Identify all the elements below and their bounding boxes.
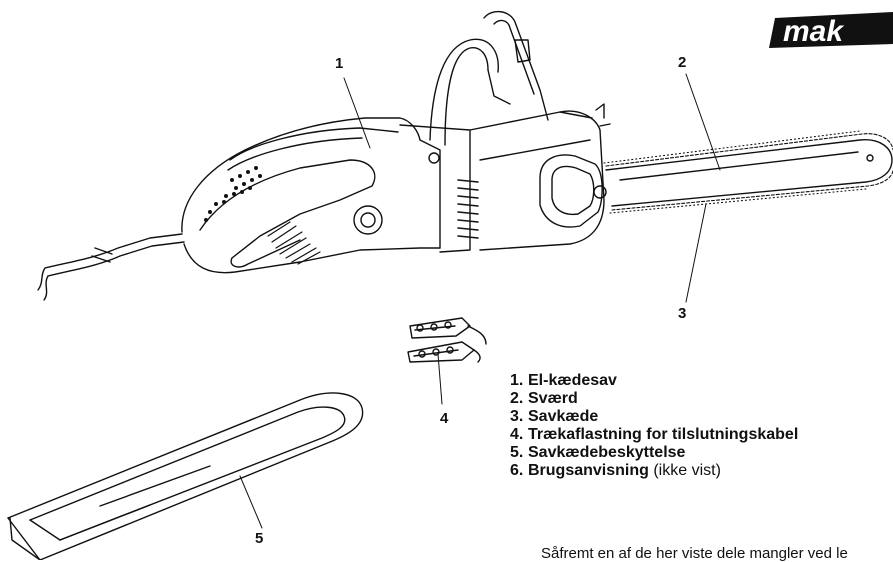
parts-list-item: 4.Trækaflastning for tilslutningskabel xyxy=(510,426,799,443)
saw-chain xyxy=(603,130,893,214)
callout-2: 2 xyxy=(678,54,687,71)
callout-5: 5 xyxy=(255,530,264,547)
parts-list-item: 3.Savkæde xyxy=(510,408,599,425)
parts-list: 1.El-kædesav 2.Sværd 3.Savkæde 4.Trækafl… xyxy=(510,372,798,480)
parts-list-item: 6.Brugsanvisning (ikke vist) xyxy=(510,462,721,479)
makita-logo: mak xyxy=(769,12,893,48)
logo-text: mak xyxy=(783,15,844,48)
chain-guard xyxy=(7,392,364,560)
callout-4: 4 xyxy=(440,410,449,427)
callout-3: 3 xyxy=(678,305,687,322)
callout-1: 1 xyxy=(335,55,344,72)
leader-lines xyxy=(239,73,721,529)
guide-bar xyxy=(605,139,893,207)
missing-parts-note: Såfremt en af de her viste dele mangler … xyxy=(541,545,848,562)
strain-relief-parts xyxy=(407,317,487,363)
chainsaw-body xyxy=(181,11,611,274)
parts-list-item: 2.Sværd xyxy=(510,390,578,407)
parts-list-item: 5.Savkædebeskyttelse xyxy=(510,444,686,461)
parts-list-item: 1.El-kædesav xyxy=(510,372,617,389)
power-cable xyxy=(37,233,185,301)
